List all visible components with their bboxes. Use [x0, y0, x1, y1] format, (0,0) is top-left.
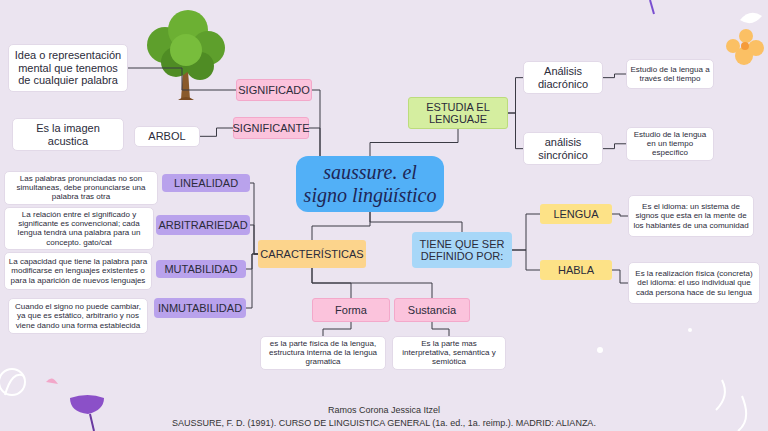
note-box: Es la imagen acustica: [12, 118, 124, 151]
description-box: Estudio de la lengua a través del tiempo: [626, 59, 714, 89]
node-text: ESTUDIA EL LENGUAJE: [413, 101, 503, 125]
connector-line: [612, 214, 628, 216]
connector-line: [250, 225, 258, 254]
feature-box: MUTABILIDAD: [156, 260, 246, 278]
connector-line: [128, 68, 236, 90]
credit-text: Ramos Corona Jessica Itzel: [0, 405, 768, 415]
node-text: análisis sincrónico: [529, 136, 597, 161]
central-topic: saussure. el signo lingüístico: [296, 156, 444, 212]
feature-box: ARBITRARIEDAD: [156, 215, 250, 235]
node-text: Cuando el signo no puede cambiar, ya que…: [12, 302, 144, 330]
node-text: Forma: [335, 304, 367, 316]
connector-line: [370, 212, 462, 232]
note-box: ARBOL: [134, 126, 200, 147]
description-box: La capacidad que tiene la palabra para m…: [4, 252, 152, 290]
topic-box: LENGUA: [540, 204, 612, 224]
node-text: ARBITRARIEDAD: [158, 219, 247, 231]
node-text: LINEALIDAD: [174, 177, 238, 189]
description-box: La relación entre el significado y signi…: [4, 207, 154, 250]
description-box: Estudio de la lengua en un tiempo especí…: [626, 127, 714, 161]
topic-box: ESTUDIA EL LENGUAJE: [408, 97, 508, 129]
connector-line: [323, 322, 351, 336]
connector-line: [309, 128, 320, 156]
note-box: Análisis diacrónico: [523, 61, 603, 94]
node-text: Las palabras pronunciadas no son simulta…: [8, 174, 154, 202]
node-text: HABLA: [558, 264, 594, 276]
node-text: Estudio de la lengua a través del tiempo: [630, 65, 710, 83]
description-box: Es el idioma: un sistema de signos que e…: [628, 195, 754, 237]
topic-box: CARACTERÍSTICAS: [258, 240, 366, 268]
topic-box: Forma: [312, 298, 390, 322]
connector-line: [200, 128, 233, 136]
connector-line: [370, 129, 458, 156]
connector-line: [312, 90, 320, 156]
node-text: ARBOL: [148, 130, 185, 143]
topic-box: SIGNIFICADO: [236, 79, 312, 101]
connector-line: [312, 268, 432, 298]
node-text: SIGNIFICANTE: [233, 122, 310, 134]
connector-line: [603, 144, 626, 149]
node-text: INMUTABILIDAD: [158, 302, 242, 314]
connector-line: [512, 214, 540, 250]
connector-line: [250, 183, 258, 254]
node-text: La relación entre el significado y signi…: [8, 210, 150, 247]
description-box: Es la realización física (concreta) del …: [628, 262, 760, 304]
node-text: CARACTERÍSTICAS: [260, 248, 363, 260]
node-text: LENGUA: [553, 208, 598, 220]
node-text: Es la parte mas interpretativa, semántic…: [396, 339, 502, 367]
description-box: Las palabras pronunciadas no son simulta…: [4, 171, 158, 205]
connector-line: [508, 78, 523, 113]
description-box: Es la parte mas interpretativa, semántic…: [392, 336, 506, 370]
connector-line: [612, 270, 628, 283]
note-box: análisis sincrónico: [523, 132, 603, 165]
topic-box: TIENE QUE SER DEFINIDO POR:: [412, 232, 512, 268]
connector-line: [603, 74, 626, 78]
node-text: Es la realización física (concreta) del …: [632, 269, 756, 297]
credit-text: SAUSSURE, F. D. (1991). CURSO DE LINGUIS…: [0, 418, 768, 428]
node-text: es la parte física de la lengua, estruct…: [264, 339, 382, 367]
node-text: TIENE QUE SER DEFINIDO POR:: [416, 238, 508, 262]
feature-box: INMUTABILIDAD: [154, 298, 246, 318]
connector-line: [246, 254, 258, 308]
connector-line: [512, 250, 540, 270]
topic-box: SIGNIFICANTE: [233, 117, 309, 139]
node-text: Análisis diacrónico: [529, 65, 597, 90]
node-text: saussure. el signo lingüístico: [302, 161, 438, 207]
tree-illustration: [147, 10, 225, 100]
description-box: es la parte física de la lengua, estruct…: [260, 336, 386, 370]
topic-box: Sustancia: [394, 298, 470, 322]
node-text: SIGNIFICADO: [238, 84, 310, 96]
connector-line: [432, 322, 449, 336]
connector-line: [508, 113, 523, 149]
connector-line: [312, 212, 370, 240]
node-text: Estudio de la lengua en un tiempo especí…: [630, 130, 710, 158]
node-text: Idea o representación mental que tenemos…: [14, 49, 122, 87]
node-text: La capacidad que tiene la palabra para m…: [8, 257, 148, 285]
node-text: Es la imagen acustica: [18, 122, 118, 147]
note-box: Idea o representación mental que tenemos…: [8, 44, 128, 92]
node-text: MUTABILIDAD: [164, 263, 237, 275]
node-text: Es el idioma: un sistema de signos que e…: [632, 202, 750, 230]
topic-box: HABLA: [540, 260, 612, 280]
description-box: Cuando el signo no puede cambiar, ya que…: [8, 298, 148, 334]
feature-box: LINEALIDAD: [162, 174, 250, 192]
node-text: Sustancia: [408, 304, 456, 316]
